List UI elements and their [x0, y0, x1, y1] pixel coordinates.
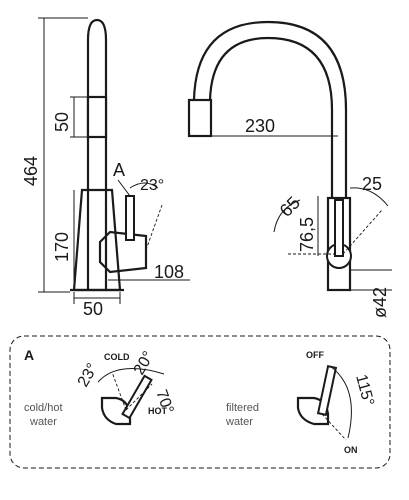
handle-height-label: 50 [52, 112, 72, 132]
detail-a-frame [9, 335, 391, 469]
mixer-caption-line1: cold/hot [24, 402, 63, 414]
front-spray-head [187, 98, 213, 138]
off-label: OFF [306, 350, 324, 360]
lever-angle-arc [129, 182, 159, 189]
filter-caption-line1: filtered [226, 402, 259, 414]
angle-right-label: 25 [362, 174, 382, 194]
side-lever-rotated [145, 204, 163, 251]
mixer-angle-20: 20° [131, 349, 158, 378]
side-lever-housing [98, 230, 148, 274]
mixer-body [100, 396, 132, 426]
detail-marker-leader [117, 179, 131, 197]
cold-label: COLD [104, 352, 130, 362]
filter-lever [316, 365, 338, 417]
reach-label: 108 [154, 262, 184, 282]
side-spout-outline [86, 18, 108, 290]
front-lever [334, 199, 344, 257]
side-view: 464 50 170 108 50 A 23° [21, 17, 190, 319]
mixer-angle-arc [97, 368, 165, 383]
hot-label: HOT [148, 406, 168, 416]
side-spray-head [86, 95, 108, 139]
mixer-lever-dash-left [111, 371, 127, 411]
filter-angle-arc [329, 365, 352, 439]
filter-detail: filtered water OFF ON 115° [225, 350, 377, 455]
mixer-detail: cold/hot water COLD HOT 23° 20° 70° [24, 349, 176, 428]
filter-lever-dash [321, 413, 347, 441]
lever-angle-label: 23° [140, 177, 164, 194]
mixer-lever [121, 374, 153, 420]
diameter-label: ø42 [370, 287, 390, 318]
angle-left-label: 65 [276, 193, 304, 221]
filter-angle-115: 115° [352, 373, 377, 408]
front-spout-arc [192, 20, 348, 260]
front-view: 230 65 25 76,5 ø42 [187, 20, 392, 318]
detail-a-panel: A cold/hot water COLD HOT 23° 20° 70° fi… [9, 335, 391, 469]
filter-body [296, 396, 330, 426]
on-label: ON [344, 445, 358, 455]
front-spout-arc-inner [208, 36, 334, 260]
front-reach-label: 230 [245, 116, 275, 136]
angle-25-arc [349, 187, 389, 207]
filter-caption-line2: water [225, 416, 253, 428]
total-height-label: 464 [21, 156, 41, 186]
mixer-lever-dash-right [125, 383, 153, 411]
side-body [72, 188, 122, 292]
mixer-caption-line2: water [29, 416, 57, 428]
lever-height-label: 76,5 [297, 217, 317, 252]
body-height-label: 170 [52, 232, 72, 262]
detail-a-title: A [24, 347, 34, 363]
detail-marker: A [113, 160, 125, 180]
base-width-label: 50 [83, 299, 103, 319]
mixer-angle-23: 23° [75, 361, 102, 390]
angle-65-arc [273, 199, 301, 233]
side-lever [125, 195, 135, 241]
